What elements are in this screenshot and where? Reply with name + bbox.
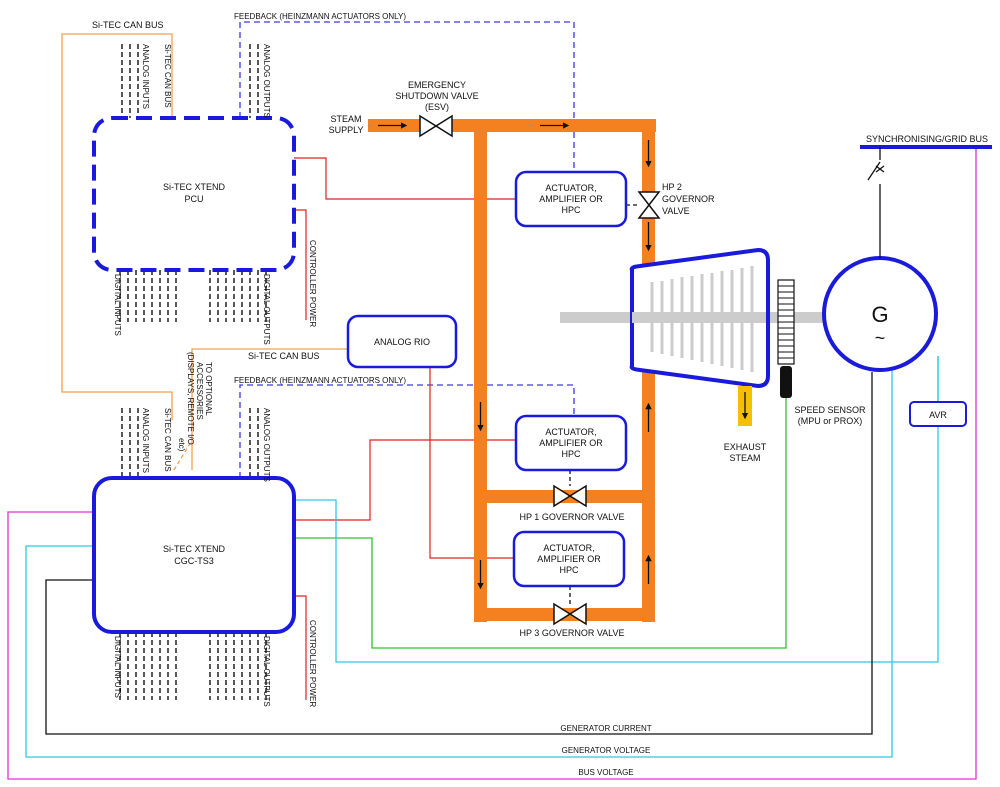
cgc-digital-outputs-label: DIGITAL OUTPUTS [262,636,271,707]
can-bus-mid-label: Si-TEC CAN BUS [248,351,320,361]
speed-sensor-probe [780,366,792,398]
generator-current-label: GENERATOR CURRENT [560,724,651,733]
optional-accessories-line [173,439,193,471]
hp1-valve-label: HP 1 GOVERNOR VALVE [519,512,624,522]
pcu-can-bus-label: Si-TEC CAN BUS [163,44,172,108]
optional-accessories-line2: ACCESSORIES [195,362,204,420]
esv-line2: SHUTDOWN VALVE [395,91,478,101]
pcu-controller-power [294,209,307,320]
esv-valve [419,114,453,138]
actuator-valve-links [569,204,639,604]
steam-supply-line1: STEAM [330,114,361,124]
steam-supply-line2: SUPPLY [329,125,364,135]
analog-rio-label: ANALOG RIO [374,337,430,347]
hp1-governor-valve [553,484,587,508]
left-riser-pipe [474,119,487,622]
cgc-analog-inputs-label: ANALOG INPUTS [141,408,150,473]
bus-voltage-label: BUS VOLTAGE [578,768,633,777]
actuator-block-1 [514,170,628,228]
exhaust-line1: EXHAUST [724,442,767,452]
generator-voltage-line [294,356,939,663]
optional-accessories-line3: (DISPLAYS, REMOTE I/O [186,352,195,445]
speed-sensor-wheel [777,279,795,398]
hp3-governor-valve [553,602,587,626]
speed-sensor-line [294,396,787,649]
cgc-block [92,476,296,634]
cgc-controller-power [294,595,307,700]
hp2-valve-line2: GOVERNOR [662,194,715,204]
feedback-mid-label: FEEDBACK (HEINZMANN ACTUATORS ONLY) [234,376,406,385]
cgc-analog-outputs-label: ANALOG OUTPUTS [262,408,271,482]
hp2-valve-line3: VALVE [662,206,690,216]
io-lines [119,44,267,700]
feedback-top-label: FEEDBACK (HEINZMANN ACTUATORS ONLY) [234,12,406,21]
can-bus-top-label: Si-TEC CAN BUS [92,20,164,30]
esv-line1: EMERGENCY [408,80,466,90]
feedback-line-mid [239,384,575,478]
hp2-governor-valve [637,191,661,219]
cgc-controller-power-label: CONTROLLER POWER [308,620,317,707]
pcu-digital-outputs-label: DIGITAL OUTPUTS [262,274,271,345]
cgc-to-actuator-line [294,439,516,521]
steam-turbine [629,247,770,389]
actuator-3-line2: AMPLIFIER OR [537,554,601,564]
actuator-2-line3: HPC [561,449,581,459]
cgc-can-bus-label: Si-TEC CAN BUS [163,408,172,472]
bus-voltage-line [7,147,977,780]
pcu-digital-inputs-label: DIGITAL INPUTS [113,274,122,336]
pcu-to-actuator-line [294,157,516,200]
speed-sensor-line2: (MPU or PROX) [798,416,863,426]
cgc-title-line1: Si-TEC XTEND [163,544,226,554]
actuator-1-line2: AMPLIFIER OR [539,194,603,204]
pcu-title-line2: PCU [184,194,203,204]
wiring [7,21,977,780]
actuator-block-2 [514,414,628,472]
actuator-1-line1: ACTUATOR, [545,183,596,193]
analog-rio-block [346,314,458,369]
esv-line3: (ESV) [425,102,449,112]
generator-voltage-bottom [25,356,893,758]
pcu-block [92,116,296,272]
generator-wave: ~ [875,328,886,348]
exhaust-line2: STEAM [729,453,760,463]
pcu-analog-outputs-label: ANALOG OUTPUTS [262,44,271,118]
speed-sensor-line1: SPEED SENSOR [794,405,866,415]
rio-to-actuator-line [429,367,514,559]
avr-label: AVR [929,410,947,420]
sync-bus-label: SYNCHRONISING/GRID BUS [866,134,988,144]
pcu-analog-inputs-label: ANALOG INPUTS [141,44,150,109]
feedback-line-top [239,21,575,172]
actuator-block-3 [512,530,626,588]
hp3-valve-label: HP 3 GOVERNOR VALVE [519,628,624,638]
generator: G ~ [822,256,938,372]
optional-accessories-line1: TO OPTIONAL [204,362,213,416]
actuator-2-line1: ACTUATOR, [545,427,596,437]
pcu-title-line1: Si-TEC XTEND [163,182,226,192]
optional-accessories-line4: etc) [177,438,186,452]
flow-arrows [378,122,652,590]
avr-block [909,401,967,427]
generator-voltage-label: GENERATOR VOLTAGE [562,746,651,755]
generator-symbol: G [871,302,888,327]
can-bus-line-mid [191,348,348,470]
breaker [867,147,885,258]
cgc-digital-inputs-label: DIGITAL INPUTS [113,636,122,698]
exhaust-outlet [738,386,752,426]
generator-current-line [45,372,873,735]
pcu-controller-power-label: CONTROLLER POWER [308,240,317,327]
actuator-2-line2: AMPLIFIER OR [539,438,603,448]
cgc-title-line2: CGC-TS3 [174,556,214,566]
hp2-valve-line1: HP 2 [662,182,682,192]
actuator-1-line3: HPC [561,205,581,215]
can-bus-line-top [61,33,173,420]
actuator-3-line3: HPC [559,565,579,575]
actuator-3-line1: ACTUATOR, [543,543,594,553]
